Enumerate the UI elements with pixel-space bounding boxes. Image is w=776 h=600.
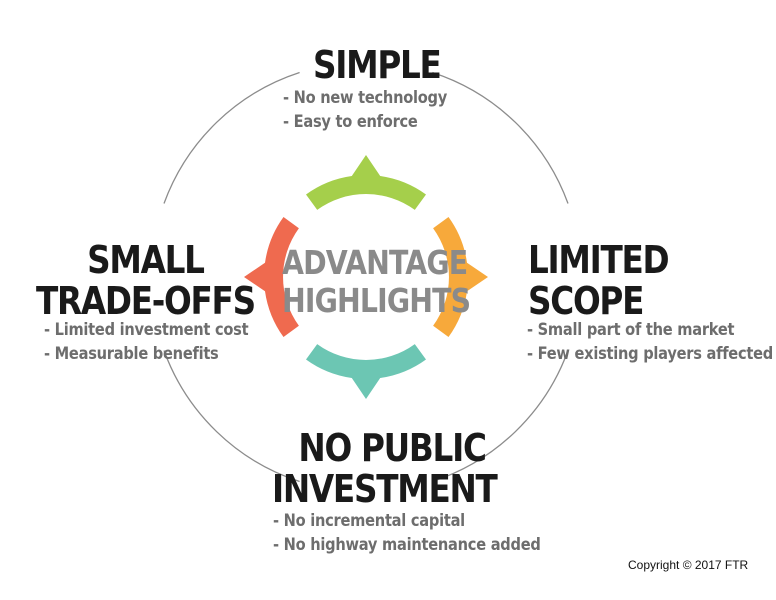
outer-ring-arc	[163, 350, 300, 483]
center-label-line2: HIGHLIGHTS	[282, 281, 471, 320]
small-trade-offs-title-line1: SMALL	[87, 238, 205, 282]
no-public-investment-bullet: No incremental capital	[273, 509, 541, 533]
limited-scope-bullet: Small part of the market	[527, 318, 773, 342]
limited-scope-title: LIMITED SCOPE	[528, 238, 670, 323]
simple-bullet: No new technology	[283, 86, 448, 110]
center-label-line1: ADVANTAGE	[282, 243, 468, 282]
small-trade-offs-title: SMALL TRADE-OFFS	[36, 238, 256, 323]
limited-scope-title-line1: LIMITED	[528, 238, 670, 282]
simple-title: SIMPLE	[313, 43, 442, 87]
small-trade-offs-bullet: Measurable benefits	[44, 342, 248, 366]
simple-bullets: No new technology Easy to enforce	[283, 86, 448, 134]
limited-scope-bullet: Few existing players affected	[527, 342, 774, 366]
small-trade-offs-title-line2: TRADE-OFFS	[36, 279, 256, 323]
copyright-notice: Copyright © 2017 FTR	[628, 558, 749, 572]
segment-left	[244, 217, 299, 337]
small-trade-offs-bullet: Limited investment cost	[44, 318, 249, 342]
limited-scope-title-line2: SCOPE	[528, 279, 644, 323]
simple-bullet: Easy to enforce	[283, 110, 447, 134]
limited-scope-bullets: Small part of the market Few existing pl…	[527, 318, 774, 366]
no-public-investment-title-line2: INVESTMENT	[272, 467, 498, 511]
segment-top	[306, 155, 426, 210]
outer-ring-arc	[432, 350, 569, 483]
outer-ring-arc	[432, 71, 569, 204]
outer-ring	[163, 71, 569, 483]
small-trade-offs-bullets: Limited investment cost Measurable benef…	[44, 318, 249, 366]
segment-ring	[244, 155, 488, 399]
no-public-investment-bullets: No incremental capital No highway mainte…	[273, 509, 541, 557]
simple-title-line1: SIMPLE	[313, 43, 442, 87]
no-public-investment-title-line1: NO PUBLIC	[298, 426, 487, 470]
segment-bottom	[306, 344, 426, 399]
no-public-investment-bullet: No highway maintenance added	[273, 533, 541, 557]
segment-right	[433, 217, 488, 337]
outer-ring-arc	[163, 71, 300, 204]
no-public-investment-title: NO PUBLIC INVESTMENT	[272, 426, 498, 511]
center-label: ADVANTAGE HIGHLIGHTS	[282, 243, 471, 320]
